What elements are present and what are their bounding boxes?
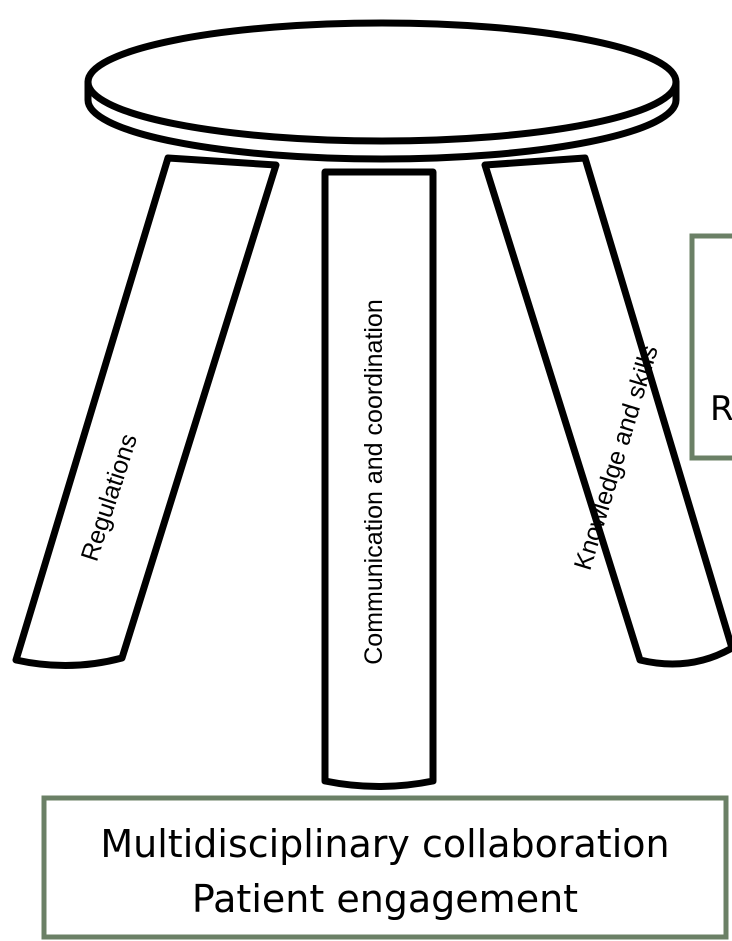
stool-seat-top — [84, 19, 680, 145]
leg-knowledge-skills: Knowledge and skills — [481, 154, 732, 668]
leg-regulations: Regulations — [12, 154, 280, 670]
right-box: R — [689, 233, 732, 461]
bottom-box-frame — [41, 795, 729, 940]
bottom-box: Multidisciplinary collaboration Patient … — [41, 795, 729, 940]
leg-communication-coordination: Communication and coordination — [321, 168, 437, 790]
stool-seat — [84, 19, 680, 163]
right-box-text: R — [710, 389, 732, 429]
leg-regulations-shape — [12, 154, 280, 670]
bottom-box-line1: Multidisciplinary collaboration — [100, 822, 669, 866]
bottom-box-line2: Patient engagement — [192, 877, 578, 921]
right-box-frame — [689, 233, 732, 461]
leg-communication-coordination-shape — [321, 168, 437, 790]
leg-communication-coordination-label: Communication and coordination — [360, 299, 388, 665]
